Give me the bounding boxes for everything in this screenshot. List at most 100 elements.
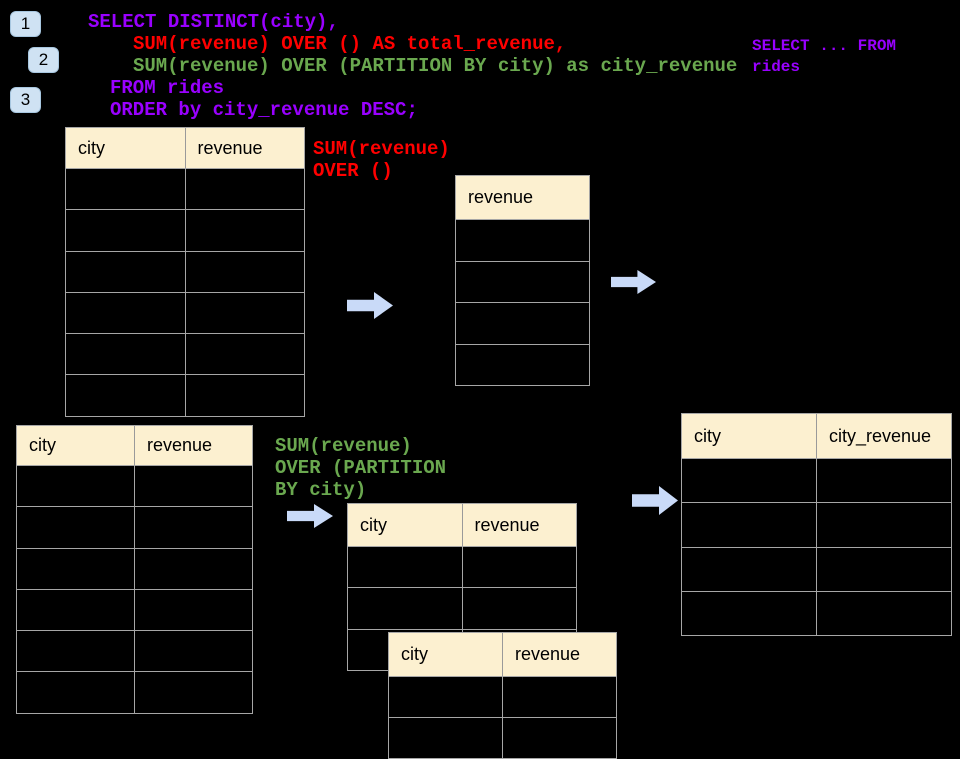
arrow-right-icon <box>611 270 656 294</box>
table-header-row: city revenue <box>348 504 576 546</box>
table-cell <box>503 677 616 717</box>
table-row <box>66 168 305 210</box>
total-revenue-table: revenue <box>455 175 590 386</box>
table-cell <box>135 507 252 547</box>
table-row <box>66 333 305 375</box>
table-row <box>682 546 951 591</box>
sql-code-line-select: SELECT DISTINCT(city), <box>88 11 339 33</box>
table-cell <box>186 293 305 333</box>
table-cell <box>456 262 589 303</box>
table-cell <box>186 252 305 292</box>
table-cell <box>817 548 951 591</box>
table-header-row: city revenue <box>66 128 304 168</box>
table-cell <box>66 210 186 251</box>
table-cell <box>348 588 463 629</box>
table-header-row: revenue <box>456 176 589 219</box>
side-note-line-2: rides <box>752 58 801 76</box>
table-cell <box>682 591 817 636</box>
table-header-row: city revenue <box>17 426 252 465</box>
table-cell <box>135 631 252 671</box>
table-row <box>389 676 616 717</box>
arrow-right-icon <box>287 504 333 528</box>
column-header-revenue: revenue <box>515 644 581 664</box>
step-badge-2: 2 <box>28 47 59 73</box>
column-header-city: city <box>17 426 135 465</box>
table-cell <box>135 466 252 506</box>
table-row <box>348 587 577 629</box>
table-cell <box>17 548 135 589</box>
table-row <box>456 343 589 386</box>
column-header-revenue: revenue <box>468 187 534 207</box>
table-cell <box>348 547 463 588</box>
table-cell <box>456 220 589 261</box>
table-cell <box>456 303 589 344</box>
arrow-right-icon <box>347 292 393 319</box>
table-row <box>17 630 252 672</box>
sql-code-line-order: ORDER by city_revenue DESC; <box>110 99 418 121</box>
table-cell <box>17 507 135 548</box>
arrow-right-icon <box>632 486 678 515</box>
table-cell <box>186 375 305 415</box>
table-row <box>17 671 252 713</box>
column-header-city: city <box>348 504 463 546</box>
city-revenue-result-table: city city_revenue <box>681 413 952 637</box>
table-row <box>17 547 252 589</box>
table-cell <box>463 547 577 587</box>
table-cell <box>135 549 252 589</box>
partition-label-line-2: OVER (PARTITION <box>275 457 447 479</box>
table-cell <box>66 334 186 375</box>
table-cell <box>186 210 305 250</box>
table-row <box>682 502 951 547</box>
column-header-revenue: revenue <box>474 514 540 535</box>
table-row <box>66 250 305 292</box>
table-cell <box>17 466 135 507</box>
table-row <box>17 506 252 548</box>
table-row <box>456 302 589 344</box>
table-row <box>66 209 305 251</box>
table-row <box>66 291 305 334</box>
table-cell <box>682 503 817 547</box>
sql-code-line-total: SUM(revenue) OVER () AS total_revenue, <box>133 33 567 55</box>
table-header-row: city revenue <box>389 633 616 676</box>
table-cell <box>389 677 503 717</box>
table-row <box>682 590 951 636</box>
source-table-top: city revenue <box>65 127 305 417</box>
column-header-revenue: revenue <box>147 435 213 455</box>
table-cell <box>135 672 252 712</box>
table-row <box>66 374 305 416</box>
table-row <box>456 260 589 303</box>
table-cell <box>66 251 186 292</box>
table-row <box>389 717 616 758</box>
table-row <box>682 458 951 503</box>
partitioned-table-overlay: city revenue <box>388 632 617 759</box>
table-row <box>348 546 577 588</box>
table-cell <box>463 588 577 628</box>
table-cell <box>817 459 951 502</box>
table-cell <box>817 503 951 546</box>
partition-label-line-1: SUM(revenue) <box>275 435 412 457</box>
table-cell <box>17 631 135 672</box>
table-cell <box>817 592 951 635</box>
table-cell <box>186 334 305 374</box>
table-cell <box>682 459 817 503</box>
table-row <box>17 465 252 507</box>
table-cell <box>66 375 186 416</box>
table-cell <box>66 292 186 334</box>
partition-label-line-3: BY city) <box>275 479 367 501</box>
table-cell <box>135 590 252 630</box>
table-cell <box>456 345 589 386</box>
table-row <box>456 219 589 261</box>
step-badge-3: 3 <box>10 87 41 113</box>
step-badge-1: 1 <box>10 11 41 37</box>
table-cell <box>682 547 817 591</box>
column-header-city: city <box>389 633 503 676</box>
column-header-city: city <box>66 128 186 168</box>
sql-code-line-partition: SUM(revenue) OVER (PARTITION BY city) as… <box>133 55 738 77</box>
table-cell <box>17 589 135 631</box>
table-cell <box>186 169 305 209</box>
total-label-line-1: SUM(revenue) <box>313 138 450 160</box>
column-header-revenue: revenue <box>197 137 263 158</box>
column-header-city-revenue: city_revenue <box>829 425 932 446</box>
source-table-bottom: city revenue <box>16 425 253 714</box>
table-cell <box>389 718 503 758</box>
